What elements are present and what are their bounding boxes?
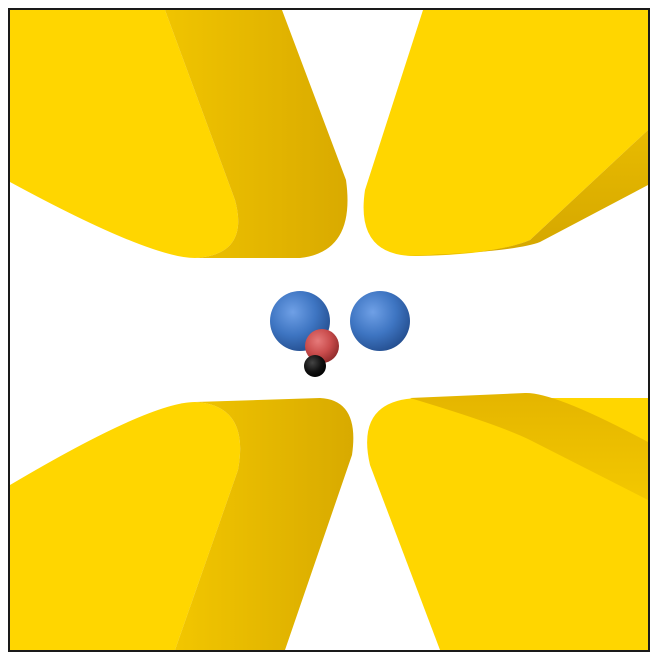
electrode-lower-right — [367, 392, 648, 650]
electrode-upper-left — [10, 10, 348, 258]
electrode-upper-right-side — [405, 130, 648, 256]
blue-sphere-right — [350, 291, 410, 351]
electrode-lower-right-side — [410, 392, 648, 500]
red-sphere — [305, 329, 339, 363]
electrode-upper-right — [363, 10, 648, 256]
electrode-upper-right-face — [363, 10, 648, 256]
electrode-upper-left-face — [10, 10, 239, 258]
electrode-lower-left-face — [10, 402, 241, 650]
particle-cluster — [270, 291, 410, 377]
black-sphere — [304, 355, 326, 377]
electrode-lower-left-side — [175, 398, 354, 650]
frame-border — [8, 8, 650, 652]
electrode-lower-left — [10, 398, 354, 650]
electrode-upper-left-side — [165, 10, 348, 258]
